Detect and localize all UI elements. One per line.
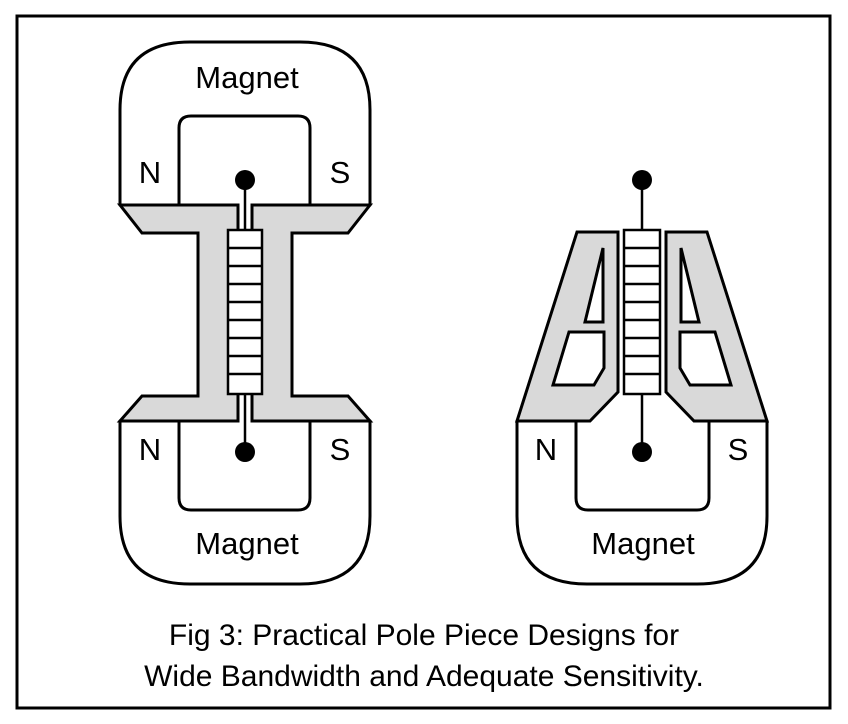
- left-top-magnet-label: Magnet: [195, 60, 299, 95]
- left-bottom-north-label: N: [139, 432, 161, 467]
- left-design: Magnet N S N S Magnet: [116, 40, 374, 586]
- caption-line-1: Fig 3: Practical Pole Piece Designs for: [169, 619, 679, 652]
- caption-line-2: Wide Bandwidth and Adequate Sensitivity.: [144, 660, 704, 693]
- figure-border: [15, 14, 832, 710]
- right-south-label: S: [728, 432, 749, 467]
- left-pole-piece-right: [250, 203, 374, 423]
- right-design: N S Magnet: [514, 170, 770, 586]
- right-pole-left-window-upper: [583, 247, 605, 324]
- left-coil: [226, 228, 264, 396]
- right-top-terminal: [632, 170, 652, 190]
- left-top-terminal: [235, 170, 255, 190]
- right-bottom-magnet: [515, 419, 769, 586]
- left-top-magnet: [118, 40, 372, 207]
- right-north-label: N: [535, 432, 557, 467]
- right-pole-right-window-upper: [679, 247, 701, 324]
- left-coil-windings: [228, 246, 262, 376]
- right-bottom-terminal: [632, 442, 652, 462]
- left-bottom-terminal: [235, 442, 255, 462]
- right-pole-right-window-lower: [678, 330, 734, 387]
- left-top-south-label: S: [330, 155, 351, 190]
- left-pole-piece-left: [116, 203, 240, 423]
- right-magnet-label: Magnet: [591, 526, 695, 561]
- left-bottom-south-label: S: [330, 432, 351, 467]
- left-bottom-magnet: [118, 419, 372, 586]
- right-coil-windings: [624, 246, 660, 376]
- left-top-north-label: N: [139, 155, 161, 190]
- right-pole-left-window-lower: [550, 330, 606, 387]
- left-bottom-magnet-label: Magnet: [195, 526, 299, 561]
- right-coil: [622, 228, 662, 396]
